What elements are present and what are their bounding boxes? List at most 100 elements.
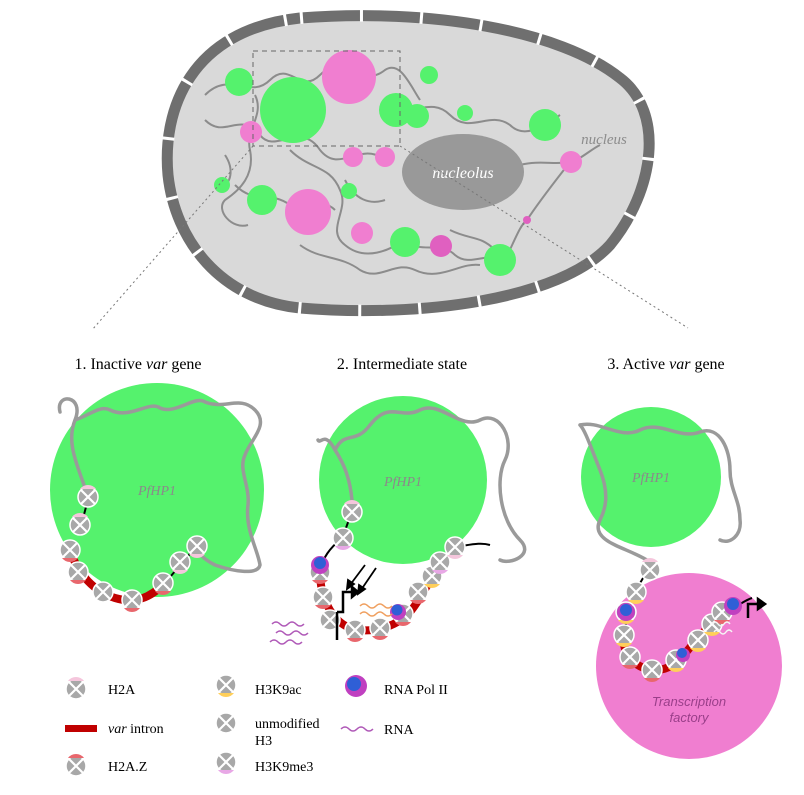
h3k9ac-mark xyxy=(628,600,644,604)
rna-transcripts xyxy=(711,621,733,635)
nucleosome-h2a xyxy=(340,500,364,524)
panel-title-intermediate: 2. Intermediate state xyxy=(337,356,467,373)
hp1-label: PfHP1 xyxy=(631,471,670,486)
h3k9ac-mark xyxy=(690,648,706,653)
h2a-mark xyxy=(72,513,88,517)
hp1-focus xyxy=(457,105,473,121)
hp1-domain xyxy=(319,396,487,564)
hp1-domain xyxy=(581,407,721,547)
euchromatin-focus xyxy=(240,121,262,143)
nucleosome-h2a xyxy=(168,550,192,574)
nucleosome-h2a xyxy=(68,513,92,537)
h3k9ac-mark xyxy=(618,620,634,624)
panel-title-inactive: 1. Inactive var gene xyxy=(74,356,201,373)
nucleosome-h2az xyxy=(618,645,642,669)
legend-label-rna-pol-ii: RNA Pol II xyxy=(384,683,448,698)
euchromatin-focus xyxy=(343,147,363,167)
nucleosome-h2az xyxy=(368,616,392,640)
nucleosome-h2az xyxy=(311,585,335,609)
legend-label-h2az: H2A.Z xyxy=(108,760,147,775)
hp1-focus xyxy=(484,244,516,276)
rna-pol-ii xyxy=(617,597,742,662)
nucleosome-h2a xyxy=(185,534,209,558)
hp1-focus xyxy=(390,227,420,257)
hp1-label: PfHP1 xyxy=(383,475,422,490)
hp1-focus xyxy=(529,109,561,141)
hp1-domain xyxy=(50,383,264,597)
nucleosome-h3k9me3 xyxy=(331,526,355,550)
nucleosome xyxy=(91,580,115,604)
nucleosome-h2a xyxy=(76,485,100,509)
legend-label-h3k9ac: H3K9ac xyxy=(255,683,302,698)
h2a-mark xyxy=(344,500,360,504)
h2a-mark xyxy=(447,555,463,559)
euchromatin-focus xyxy=(375,147,395,167)
rna-pol-ii xyxy=(311,556,406,620)
transcription-start-arrow xyxy=(746,596,768,618)
euchromatin-focus xyxy=(322,50,376,104)
panel-title-active: 3. Active var gene xyxy=(607,356,724,373)
nucleosome-h2az xyxy=(343,618,367,642)
h2a-mark xyxy=(642,558,658,562)
h2az-mark xyxy=(124,608,140,612)
legend-item-h3k9ac: H3K9ac xyxy=(214,673,302,698)
chromatin-fiber xyxy=(57,397,263,574)
h3k9me3-mark xyxy=(335,546,351,550)
legend-label-rna: RNA xyxy=(384,723,414,738)
rna-transcripts xyxy=(269,603,393,645)
panel-inactive: PfHP1 xyxy=(50,383,264,612)
legend-item-h3k9me3: H3K9me3 xyxy=(214,750,313,775)
legend-item-rna: RNA xyxy=(340,723,414,738)
legend-item-h2az: H2A.Z xyxy=(64,754,147,778)
chromatin-foci xyxy=(214,50,582,276)
h3k9ac-mark xyxy=(704,632,720,636)
legend-item-h2a: H2A xyxy=(64,676,136,701)
nucleosome-h2az xyxy=(151,571,175,595)
nucleus-cell: nucleolus nucleus xyxy=(161,9,656,317)
rna-swatch xyxy=(340,726,374,732)
intron-swatch xyxy=(65,725,97,732)
hp1-label: PfHP1 xyxy=(137,484,176,499)
zoom-box xyxy=(252,50,401,147)
nucleus-label: nucleus xyxy=(581,132,627,148)
hp1-focus xyxy=(225,68,253,96)
h2az-mark xyxy=(372,636,388,641)
h2az-mark xyxy=(410,600,426,604)
nucleosome-h2az xyxy=(120,588,144,612)
nucleosome-h2az xyxy=(66,560,90,584)
panel-intermediate: PfHP1 xyxy=(269,396,527,645)
nucleosome-h2az xyxy=(640,658,664,682)
h2az-mark xyxy=(315,605,331,609)
hp1-focus xyxy=(379,93,413,127)
legend-label-h3k9me3: H3K9me3 xyxy=(255,760,313,775)
hp1-focus xyxy=(260,77,326,143)
nucleolus xyxy=(402,134,524,210)
h2a-mark xyxy=(172,570,188,574)
h2az-mark xyxy=(62,558,78,562)
transcription-factory xyxy=(596,573,782,759)
h2az-mark xyxy=(155,591,171,595)
nucleosome-h2a xyxy=(638,558,662,582)
hp1-focus xyxy=(341,183,357,199)
hp1-focus xyxy=(214,177,230,193)
euchromatin-focus xyxy=(560,151,582,173)
euchromatin-focus xyxy=(430,235,452,257)
hp1-focus xyxy=(420,66,438,84)
hp1-focus xyxy=(405,104,429,128)
nucleosome-h2a xyxy=(443,535,467,559)
chromatin-fiber xyxy=(316,406,527,563)
nucleolus-label: nucleolus xyxy=(432,165,493,182)
euchromatin-focus xyxy=(523,216,531,224)
h2az-mark xyxy=(347,638,363,642)
nucleosome-h3k9ac xyxy=(624,580,648,604)
h2az-mark xyxy=(70,580,86,584)
h2a-mark xyxy=(189,554,205,558)
legend-item-var-intron: var intron xyxy=(65,722,164,737)
euchromatin-focus xyxy=(285,189,331,235)
hp1-focus xyxy=(247,185,277,215)
